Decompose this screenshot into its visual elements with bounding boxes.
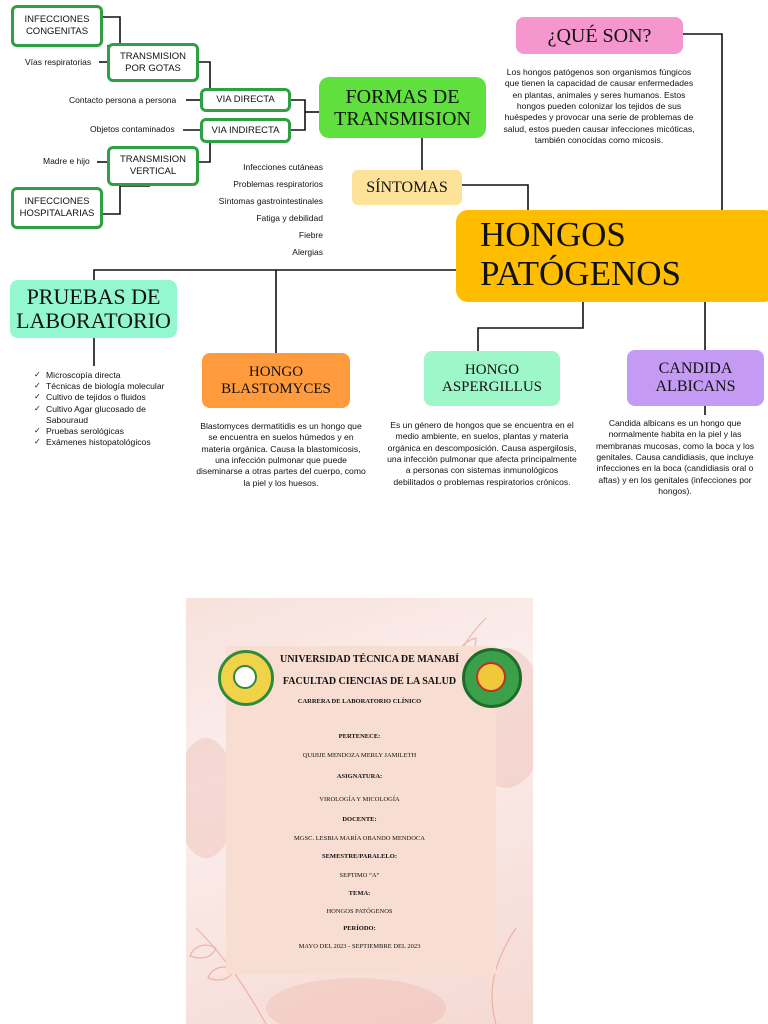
sintomas-title: SÍNTOMAS [366, 178, 448, 196]
prueba-item: Técnicas de biología molecular [34, 381, 184, 392]
infecciones-hospitalarias-label: INFECCIONES HOSPITALARIAS [19, 196, 95, 219]
tema-label: TEMA: [348, 890, 371, 897]
candida-text: Candida albicans es un hongo que normalm… [595, 418, 755, 497]
sintoma-item: Fiebre [298, 230, 323, 240]
periodo-value: MAYO DEL 2023 - SEPTIEMBRE DEL 2023 [298, 943, 421, 950]
prueba-item: Cultivo de tejidos o fluidos [34, 392, 184, 403]
hongos-patogenos-box: HONGOS PATÓGENOS [456, 210, 768, 302]
sintoma-item: Síntomas gastrointestinales [218, 196, 323, 206]
career-name: CARRERA DE LABORATORIO CLÍNICO [297, 698, 422, 705]
prueba-item: Exámenes histopatológicos [34, 437, 184, 448]
pertenece-value: QUIJIJE MENDOZA MERLY JAMILETH [302, 752, 417, 759]
via-directa-label: VIA DIRECTA [216, 94, 275, 106]
prueba-item: Cultivo Agar glucosado de Sabouraud [34, 404, 184, 426]
formas-transmision-box: FORMAS DE TRANSMISION [319, 77, 486, 138]
candida-title: CANDIDA ALBICANS [655, 360, 736, 395]
blastomyces-box: HONGO BLASTOMYCES [202, 353, 350, 408]
blastomyces-title: HONGO BLASTOMYCES [221, 364, 331, 397]
pertenece-label: PERTENECE: [338, 733, 381, 740]
university-name: UNIVERSIDAD TÉCNICA DE MANABÍ [279, 654, 459, 665]
sintoma-item: Problemas respiratorios [233, 179, 323, 189]
via-directa-box: VIA DIRECTA [200, 88, 291, 112]
que-son-box: ¿QUÉ SON? [516, 17, 683, 54]
connector-lines [93, 16, 723, 415]
semestre-label: SEMESTRE/PARALELO: [321, 853, 397, 860]
faculty-seal [462, 648, 522, 708]
aspergillus-box: HONGO ASPERGILLUS [424, 351, 560, 406]
asignatura-value: VIROLOGÍA Y MICOLOGÍA [319, 796, 400, 803]
blastomyces-text: Blastomyces dermatitidis es un hongo que… [196, 421, 366, 488]
cover-panel [226, 646, 496, 974]
utm-seal [218, 650, 274, 706]
indirecta-leaf: Objetos contaminados [90, 124, 175, 134]
faculty-name: FACULTAD CIENCIAS DE LA SALUD [282, 676, 457, 687]
transmision-vertical-box: TRANSMISION VERTICAL [107, 146, 199, 186]
formas-transmision-title: FORMAS DE TRANSMISION [334, 85, 471, 130]
infecciones-congenitas-box: INFECCIONES CONGENITAS [11, 5, 103, 47]
prueba-item: Pruebas serológicas [34, 426, 184, 437]
que-son-text: Los hongos patógenos son organismos fúng… [503, 67, 695, 146]
sintoma-item: Alergias [292, 247, 323, 257]
gotas-leaf: Vías respiratorias [25, 57, 92, 67]
docente-value: MGSC. LESBIA MARÍA OBANDO MENDOCA [294, 835, 425, 842]
periodo-label: PERÍODO: [343, 925, 376, 932]
transmision-gotas-label: TRANSMISION POR GOTAS [120, 50, 186, 74]
via-indirecta-box: VIA INDIRECTA [200, 118, 291, 143]
sintoma-item: Fatiga y debilidad [256, 213, 323, 223]
que-son-title: ¿QUÉ SON? [547, 24, 652, 47]
aspergillus-title: HONGO ASPERGILLUS [441, 362, 542, 395]
pruebas-laboratorio-box: PRUEBAS DE LABORATORIO [10, 280, 177, 338]
transmision-vertical-label: TRANSMISION VERTICAL [120, 154, 186, 177]
pruebas-list: Microscopía directa Técnicas de biología… [34, 370, 184, 448]
aspergillus-text: Es un género de hongos que se encuentra … [387, 420, 577, 487]
pruebas-laboratorio-title: PRUEBAS DE LABORATORIO [16, 283, 171, 333]
sintoma-item: Infecciones cutáneas [243, 162, 323, 172]
via-indirecta-label: VIA INDIRECTA [211, 124, 280, 136]
sintomas-box: SÍNTOMAS [352, 170, 462, 205]
candida-box: CANDIDA ALBICANS [627, 350, 764, 406]
asignatura-label: ASIGNATURA: [336, 773, 383, 780]
infecciones-hospitalarias-box: INFECCIONES HOSPITALARIAS [11, 187, 103, 229]
tema-value: HONGOS PATÓGENOS [326, 908, 393, 915]
vertical-leaf: Madre e hijo [43, 156, 90, 166]
transmision-gotas-box: TRANSMISION POR GOTAS [107, 43, 199, 82]
infecciones-congenitas-label: INFECCIONES CONGENITAS [24, 14, 90, 37]
directa-leaf: Contacto persona a persona [69, 95, 177, 105]
prueba-item: Microscopía directa [34, 370, 184, 381]
cover-page: UNIVERSIDAD TÉCNICA DE MANABÍ FACULTAD C… [186, 598, 533, 1024]
hongos-patogenos-title: HONGOS PATÓGENOS [480, 215, 681, 294]
docente-label: DOCENTE: [342, 816, 377, 823]
semestre-value: SEPTIMO “A” [339, 872, 380, 879]
